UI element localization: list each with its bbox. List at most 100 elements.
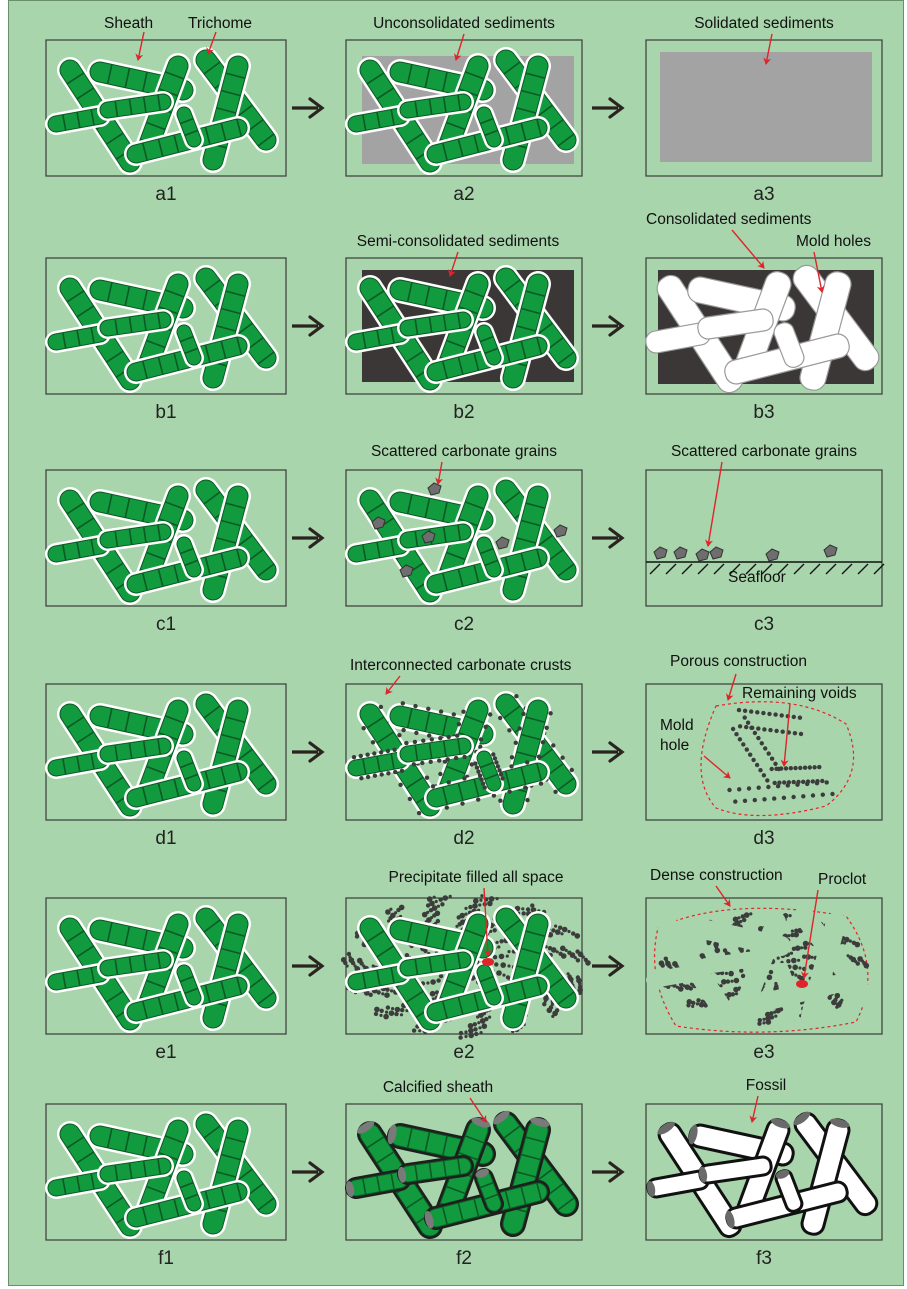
carbonate-crust (408, 797, 412, 801)
dense-precipitate (686, 1003, 690, 1007)
carbonate-crust (755, 763, 759, 767)
carbonate-precipitate (380, 1009, 384, 1013)
carbonate-precipitate (507, 964, 510, 967)
panel-content (343, 1106, 584, 1244)
carbonate-precipitate (560, 946, 566, 952)
carbonate-crust (414, 731, 418, 735)
carbonate-crust (793, 766, 797, 770)
carbonate-crust (756, 736, 760, 740)
carbonate-precipitate (578, 985, 582, 989)
carbonate-crust (437, 758, 441, 762)
carbonate-crust (478, 773, 482, 777)
pointer-arrow (438, 462, 442, 484)
carbonate-crust (475, 765, 479, 769)
carbonate-crust (762, 773, 766, 777)
carbonate-crust (473, 761, 477, 765)
pointer-arrow (728, 674, 736, 700)
dense-precipitate (696, 998, 700, 1002)
carbonate-precipitate (521, 907, 524, 910)
carbonate-precipitate (468, 1033, 474, 1039)
carbonate-crust (741, 742, 745, 746)
dense-precipitate (792, 947, 796, 951)
panel-b1: b1 (43, 258, 286, 423)
carbonate-grain (824, 545, 837, 557)
carbonate-precipitate (562, 927, 568, 933)
carbonate-crust (479, 777, 483, 781)
carbonate-crust (780, 713, 784, 717)
carbonate-crust (393, 770, 397, 774)
process-arrow (292, 957, 322, 975)
dense-precipitate (740, 949, 744, 953)
carbonate-crust (756, 726, 760, 730)
carbonate-crust (427, 733, 431, 737)
panel-c1: c1 (43, 470, 286, 635)
carbonate-crust (758, 768, 762, 772)
dense-precipitate (790, 952, 793, 955)
seafloor-hatch (858, 564, 868, 574)
carbonate-crust (493, 756, 497, 760)
carbonate-crust (743, 715, 747, 719)
carbonate-crust (404, 741, 408, 745)
caption-f2: f2 (456, 1248, 472, 1269)
process-arrow (592, 529, 622, 547)
dense-precipitate (767, 975, 773, 981)
label-porous-construction: Porous construction (670, 653, 807, 670)
carbonate-precipitate (427, 896, 433, 902)
carbonate-precipitate (429, 908, 433, 912)
carbonate-precipitate (391, 1007, 394, 1010)
carbonate-crust (452, 712, 456, 716)
carbonate-crust (570, 768, 574, 772)
label-precipitate-filled-all-space: Precipitate filled all space (389, 869, 564, 886)
carbonate-crust (438, 736, 442, 740)
carbonate-crust (362, 726, 366, 730)
panel-c3: Scattered carbonate grainsSeafloorc3 (646, 443, 884, 635)
dense-precipitate (731, 992, 735, 996)
carbonate-precipitate (396, 908, 400, 912)
carbonate-grain (654, 547, 667, 559)
carbonate-crust (799, 732, 803, 736)
carbonate-precipitate (479, 899, 482, 902)
dense-precipitate (726, 979, 730, 983)
carbonate-precipitate (494, 962, 498, 966)
carbonate-precipitate (443, 895, 449, 901)
carbonate-crust (805, 782, 809, 786)
carbonate-crust (430, 737, 434, 741)
carbonate-crust (476, 769, 480, 773)
carbonate-crust (461, 710, 465, 714)
carbonate-crust (359, 754, 363, 758)
dense-precipitate (691, 1001, 695, 1005)
panel-f2: Calcified sheathf2 (343, 1079, 584, 1269)
process-arrow (592, 99, 622, 117)
dense-precipitate (852, 941, 856, 945)
carbonate-crust (820, 779, 824, 783)
carbonate-precipitate (474, 1032, 478, 1036)
process-arrow (292, 529, 322, 547)
carbonate-crust (425, 776, 429, 780)
carbonate-precipitate (480, 1031, 483, 1034)
carbonate-precipitate (440, 902, 444, 906)
carbonate-precipitate (482, 1023, 488, 1029)
carbonate-precipitate (472, 903, 478, 909)
carbonate-precipitate (383, 1014, 389, 1020)
dense-precipitate (857, 956, 863, 962)
seafloor-hatch (826, 564, 836, 574)
label-hole: hole (660, 737, 689, 754)
carbonate-precipitate (464, 1035, 467, 1038)
carbonate-precipitate (567, 972, 570, 975)
carbonate-precipitate (435, 900, 438, 903)
carbonate-crust (762, 727, 766, 731)
carbonate-precipitate (480, 894, 483, 897)
carbonate-crust (747, 786, 751, 790)
carbonate-precipitate (530, 903, 534, 907)
dense-precipitate (770, 1015, 774, 1019)
caption-b2: b2 (453, 402, 474, 423)
process-arrow (292, 743, 322, 761)
carbonate-crust (537, 755, 541, 759)
carbonate-crust (737, 787, 741, 791)
caption-f3: f3 (756, 1248, 772, 1269)
carbonate-crust (738, 724, 742, 728)
carbonate-crust (392, 748, 396, 752)
label-seafloor: Seafloor (728, 569, 786, 586)
dense-precipitate (794, 929, 798, 933)
carbonate-crust (815, 781, 819, 785)
